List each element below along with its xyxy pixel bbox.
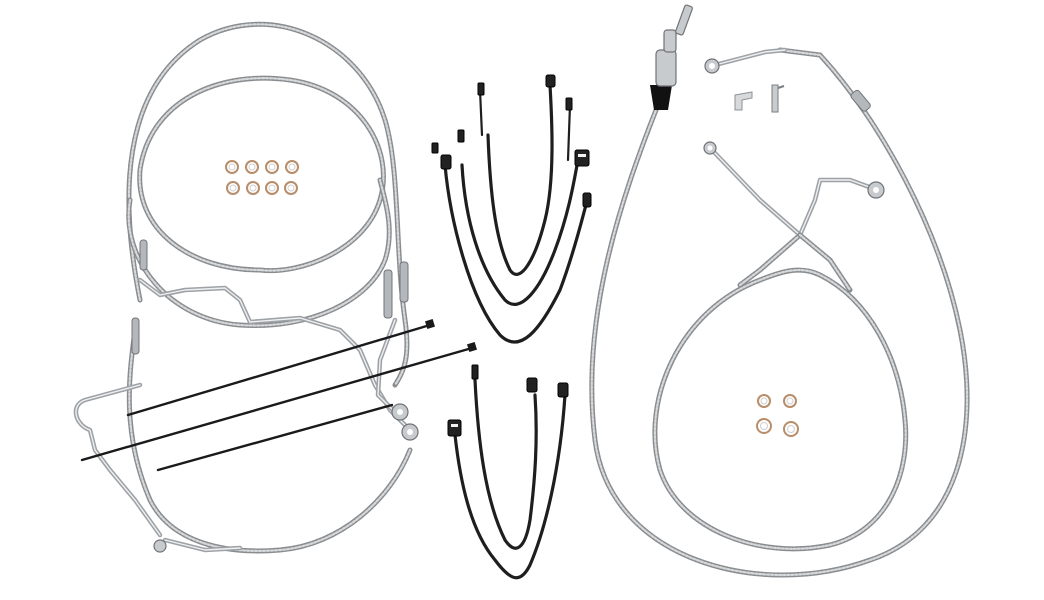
zip-ties <box>80 319 477 472</box>
wire-harness-upper <box>443 83 588 344</box>
upper-eyelet-fitting <box>704 47 788 74</box>
chrome-brake-hardline <box>73 277 408 553</box>
lower-brake-line <box>126 327 413 554</box>
line-ferrule <box>850 89 871 112</box>
idle-cable-loop <box>126 177 392 329</box>
right-chrome-hardline <box>703 141 885 293</box>
inner-braided-loop <box>652 267 909 552</box>
mounting-clips <box>734 84 785 113</box>
cable-ferrule <box>399 261 409 303</box>
wire-harness-lower <box>453 378 567 580</box>
crush-washers-right <box>756 394 799 437</box>
cable-ferrule <box>131 317 140 355</box>
connectors-lower <box>447 364 569 437</box>
throttle-cable-loop <box>137 75 386 274</box>
long-braided-line <box>589 47 970 578</box>
connectors-upper <box>431 74 592 208</box>
cable-ferrule <box>383 269 393 319</box>
banjo-fitting <box>153 403 419 553</box>
clutch-cable-loop <box>126 21 410 388</box>
top-fitting-assembly <box>650 4 693 110</box>
cable-ferrule <box>139 239 148 271</box>
crush-washers-left <box>225 160 299 195</box>
